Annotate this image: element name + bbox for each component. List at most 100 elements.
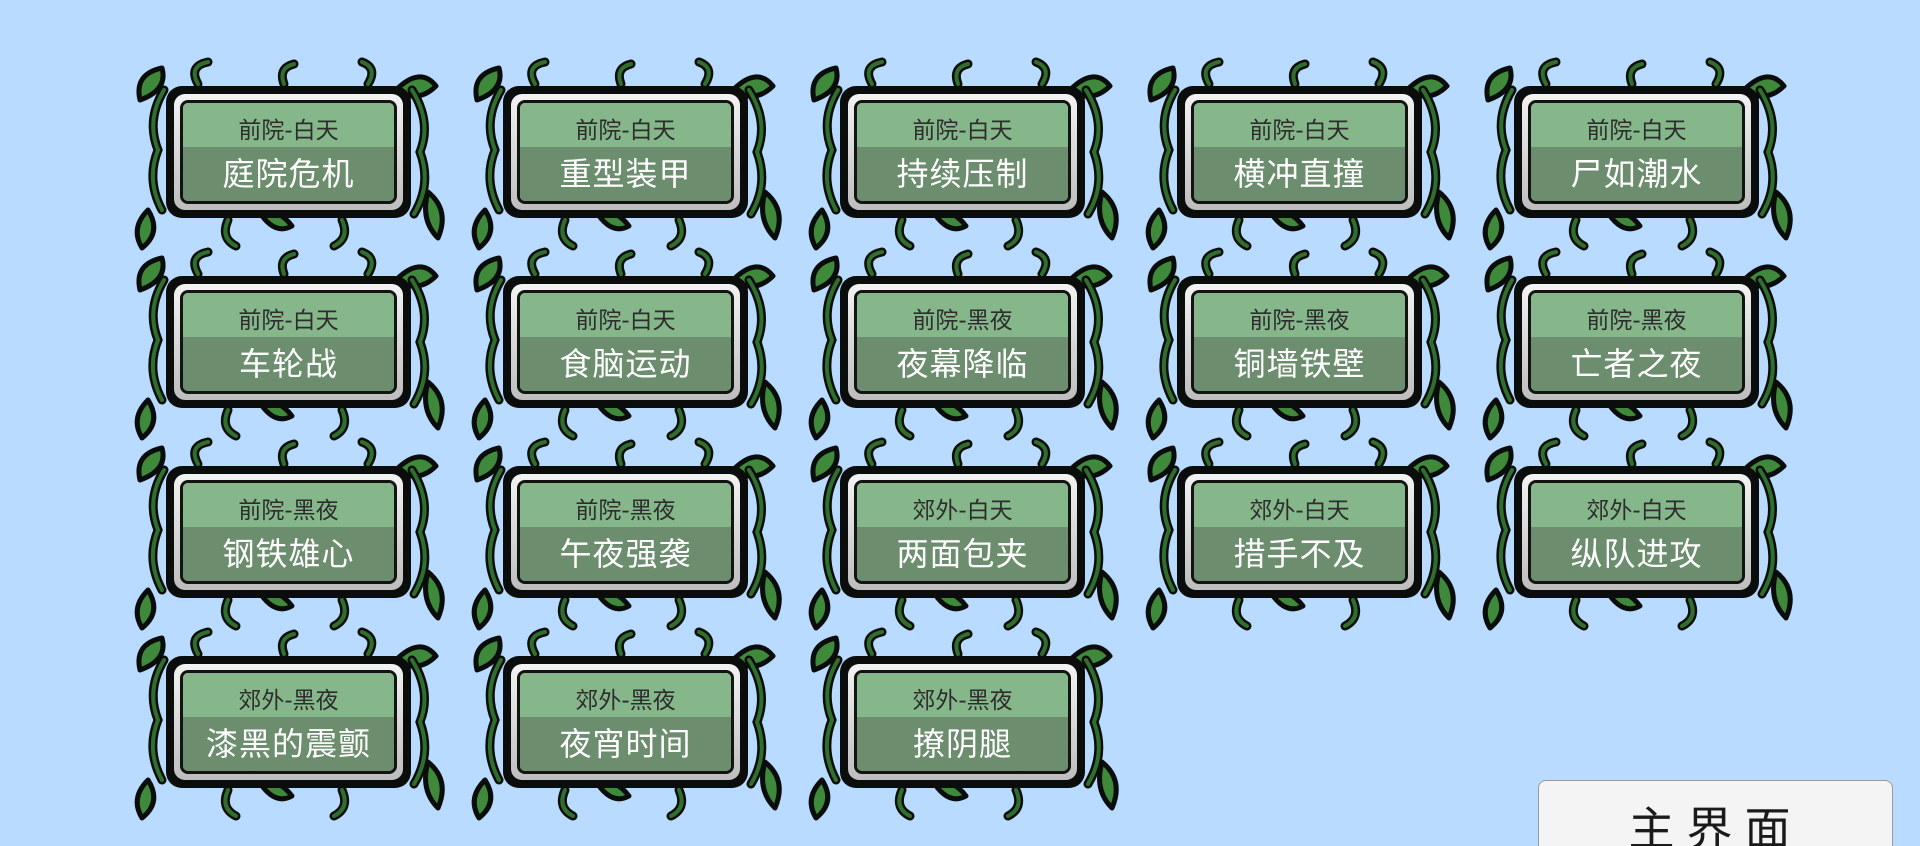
- vine-leaf-icon: [1482, 57, 1793, 251]
- level-area-label: 前院-黑夜: [1531, 293, 1742, 338]
- card-frame: 郊外-白天 措手不及: [1177, 466, 1422, 598]
- vine-leaf-icon: [1145, 57, 1456, 251]
- card-frame: 前院-黑夜 亡者之夜: [1514, 276, 1759, 408]
- level-name-label: 措手不及: [1194, 527, 1405, 581]
- level-name-label: 车轮战: [183, 337, 394, 391]
- card-plate: 前院-白天 持续压制: [854, 100, 1071, 204]
- card-frame: 郊外-白天 两面包夹: [840, 466, 1085, 598]
- level-card-3[interactable]: 前院-白天 持续压制: [802, 57, 1125, 251]
- card-frame: 郊外-黑夜 夜宵时间: [503, 656, 748, 788]
- card-plate: 郊外-黑夜 夜宵时间: [517, 670, 734, 774]
- card-frame-inner: 前院-黑夜 午夜强袭: [511, 474, 740, 590]
- level-name-label: 夜幕降临: [857, 337, 1068, 391]
- card-frame: 前院-白天 横冲直撞: [1177, 86, 1422, 218]
- card-frame: 郊外-白天 纵队进攻: [1514, 466, 1759, 598]
- card-frame-inner: 前院-黑夜 钢铁雄心: [174, 474, 403, 590]
- card-frame: 前院-白天 持续压制: [840, 86, 1085, 218]
- level-name-label: 持续压制: [857, 147, 1068, 201]
- level-area-label: 前院-白天: [520, 293, 731, 338]
- level-card-8[interactable]: 前院-黑夜 夜幕降临: [802, 247, 1125, 441]
- card-frame: 前院-白天 食脑运动: [503, 276, 748, 408]
- level-name-label: 庭院危机: [183, 147, 394, 201]
- level-card-14[interactable]: 郊外-白天 措手不及: [1139, 437, 1462, 631]
- level-card-1[interactable]: 前院-白天 庭院危机: [128, 57, 451, 251]
- main-menu-button[interactable]: 主界面: [1538, 780, 1893, 846]
- level-card-4[interactable]: 前院-白天 横冲直撞: [1139, 57, 1462, 251]
- level-card-18[interactable]: 郊外-黑夜 撩阴腿: [802, 627, 1125, 821]
- level-area-label: 前院-白天: [183, 293, 394, 338]
- level-card-10[interactable]: 前院-黑夜 亡者之夜: [1476, 247, 1799, 441]
- level-name-label: 横冲直撞: [1194, 147, 1405, 201]
- card-frame-inner: 前院-白天 重型装甲: [511, 94, 740, 210]
- card-frame-inner: 郊外-黑夜 撩阴腿: [848, 664, 1077, 780]
- card-frame-inner: 前院-白天 尸如潮水: [1522, 94, 1751, 210]
- card-frame: 前院-黑夜 钢铁雄心: [166, 466, 411, 598]
- level-area-label: 前院-黑夜: [857, 293, 1068, 338]
- level-card-5[interactable]: 前院-白天 尸如潮水: [1476, 57, 1799, 251]
- level-card-17[interactable]: 郊外-黑夜 夜宵时间: [465, 627, 788, 821]
- card-frame: 前院-白天 尸如潮水: [1514, 86, 1759, 218]
- card-frame: 郊外-黑夜 漆黑的震颤: [166, 656, 411, 788]
- card-frame-inner: 郊外-黑夜 夜宵时间: [511, 664, 740, 780]
- level-card-12[interactable]: 前院-黑夜 午夜强袭: [465, 437, 788, 631]
- level-name-label: 午夜强袭: [520, 527, 731, 581]
- level-card-16[interactable]: 郊外-黑夜 漆黑的震颤: [128, 627, 451, 821]
- level-area-label: 前院-白天: [1194, 103, 1405, 148]
- card-plate: 前院-黑夜 夜幕降临: [854, 290, 1071, 394]
- card-plate: 前院-黑夜 铜墙铁壁: [1191, 290, 1408, 394]
- level-area-label: 前院-黑夜: [520, 483, 731, 528]
- card-plate: 前院-白天 横冲直撞: [1191, 100, 1408, 204]
- vine-leaf-icon: [1145, 437, 1456, 631]
- card-plate: 前院-白天 庭院危机: [180, 100, 397, 204]
- card-frame: 前院-黑夜 夜幕降临: [840, 276, 1085, 408]
- level-card-9[interactable]: 前院-黑夜 铜墙铁壁: [1139, 247, 1462, 441]
- level-card-11[interactable]: 前院-黑夜 钢铁雄心: [128, 437, 451, 631]
- card-plate: 郊外-白天 两面包夹: [854, 480, 1071, 584]
- card-plate: 郊外-黑夜 漆黑的震颤: [180, 670, 397, 774]
- card-frame: 前院-白天 庭院危机: [166, 86, 411, 218]
- level-area-label: 前院-白天: [1531, 103, 1742, 148]
- level-grid: 前院-白天 庭院危机: [128, 57, 1799, 821]
- card-plate: 前院-黑夜 亡者之夜: [1528, 290, 1745, 394]
- level-area-label: 前院-黑夜: [183, 483, 394, 528]
- level-area-label: 前院-白天: [520, 103, 731, 148]
- card-frame: 前院-白天 重型装甲: [503, 86, 748, 218]
- level-card-15[interactable]: 郊外-白天 纵队进攻: [1476, 437, 1799, 631]
- level-area-label: 郊外-白天: [1531, 483, 1742, 528]
- level-card-7[interactable]: 前院-白天 食脑运动: [465, 247, 788, 441]
- level-card-2[interactable]: 前院-白天 重型装甲: [465, 57, 788, 251]
- card-frame-inner: 郊外-白天 措手不及: [1185, 474, 1414, 590]
- level-name-label: 食脑运动: [520, 337, 731, 391]
- card-frame-inner: 前院-白天 庭院危机: [174, 94, 403, 210]
- card-frame-inner: 郊外-白天 纵队进攻: [1522, 474, 1751, 590]
- card-frame-inner: 前院-白天 车轮战: [174, 284, 403, 400]
- level-name-label: 尸如潮水: [1531, 147, 1742, 201]
- card-frame-inner: 前院-白天 持续压制: [848, 94, 1077, 210]
- card-plate: 前院-白天 食脑运动: [517, 290, 734, 394]
- vine-leaf-icon: [808, 627, 1119, 821]
- card-frame-inner: 前院-白天 食脑运动: [511, 284, 740, 400]
- card-frame-inner: 郊外-黑夜 漆黑的震颤: [174, 664, 403, 780]
- card-frame-inner: 前院-白天 横冲直撞: [1185, 94, 1414, 210]
- level-name-label: 重型装甲: [520, 147, 731, 201]
- card-frame-inner: 前院-黑夜 铜墙铁壁: [1185, 284, 1414, 400]
- level-area-label: 前院-黑夜: [1194, 293, 1405, 338]
- card-frame: 前院-黑夜 午夜强袭: [503, 466, 748, 598]
- level-name-label: 纵队进攻: [1531, 527, 1742, 581]
- level-area-label: 郊外-黑夜: [520, 673, 731, 718]
- card-frame: 郊外-黑夜 撩阴腿: [840, 656, 1085, 788]
- level-area-label: 郊外-黑夜: [857, 673, 1068, 718]
- level-name-label: 钢铁雄心: [183, 527, 394, 581]
- card-frame-inner: 前院-黑夜 亡者之夜: [1522, 284, 1751, 400]
- card-frame-inner: 前院-黑夜 夜幕降临: [848, 284, 1077, 400]
- card-plate: 郊外-白天 措手不及: [1191, 480, 1408, 584]
- level-area-label: 郊外-黑夜: [183, 673, 394, 718]
- level-area-label: 郊外-白天: [857, 483, 1068, 528]
- vine-leaf-icon: [808, 57, 1119, 251]
- level-name-label: 夜宵时间: [520, 717, 731, 771]
- level-card-6[interactable]: 前院-白天 车轮战: [128, 247, 451, 441]
- level-card-13[interactable]: 郊外-白天 两面包夹: [802, 437, 1125, 631]
- card-plate: 郊外-白天 纵队进攻: [1528, 480, 1745, 584]
- level-name-label: 两面包夹: [857, 527, 1068, 581]
